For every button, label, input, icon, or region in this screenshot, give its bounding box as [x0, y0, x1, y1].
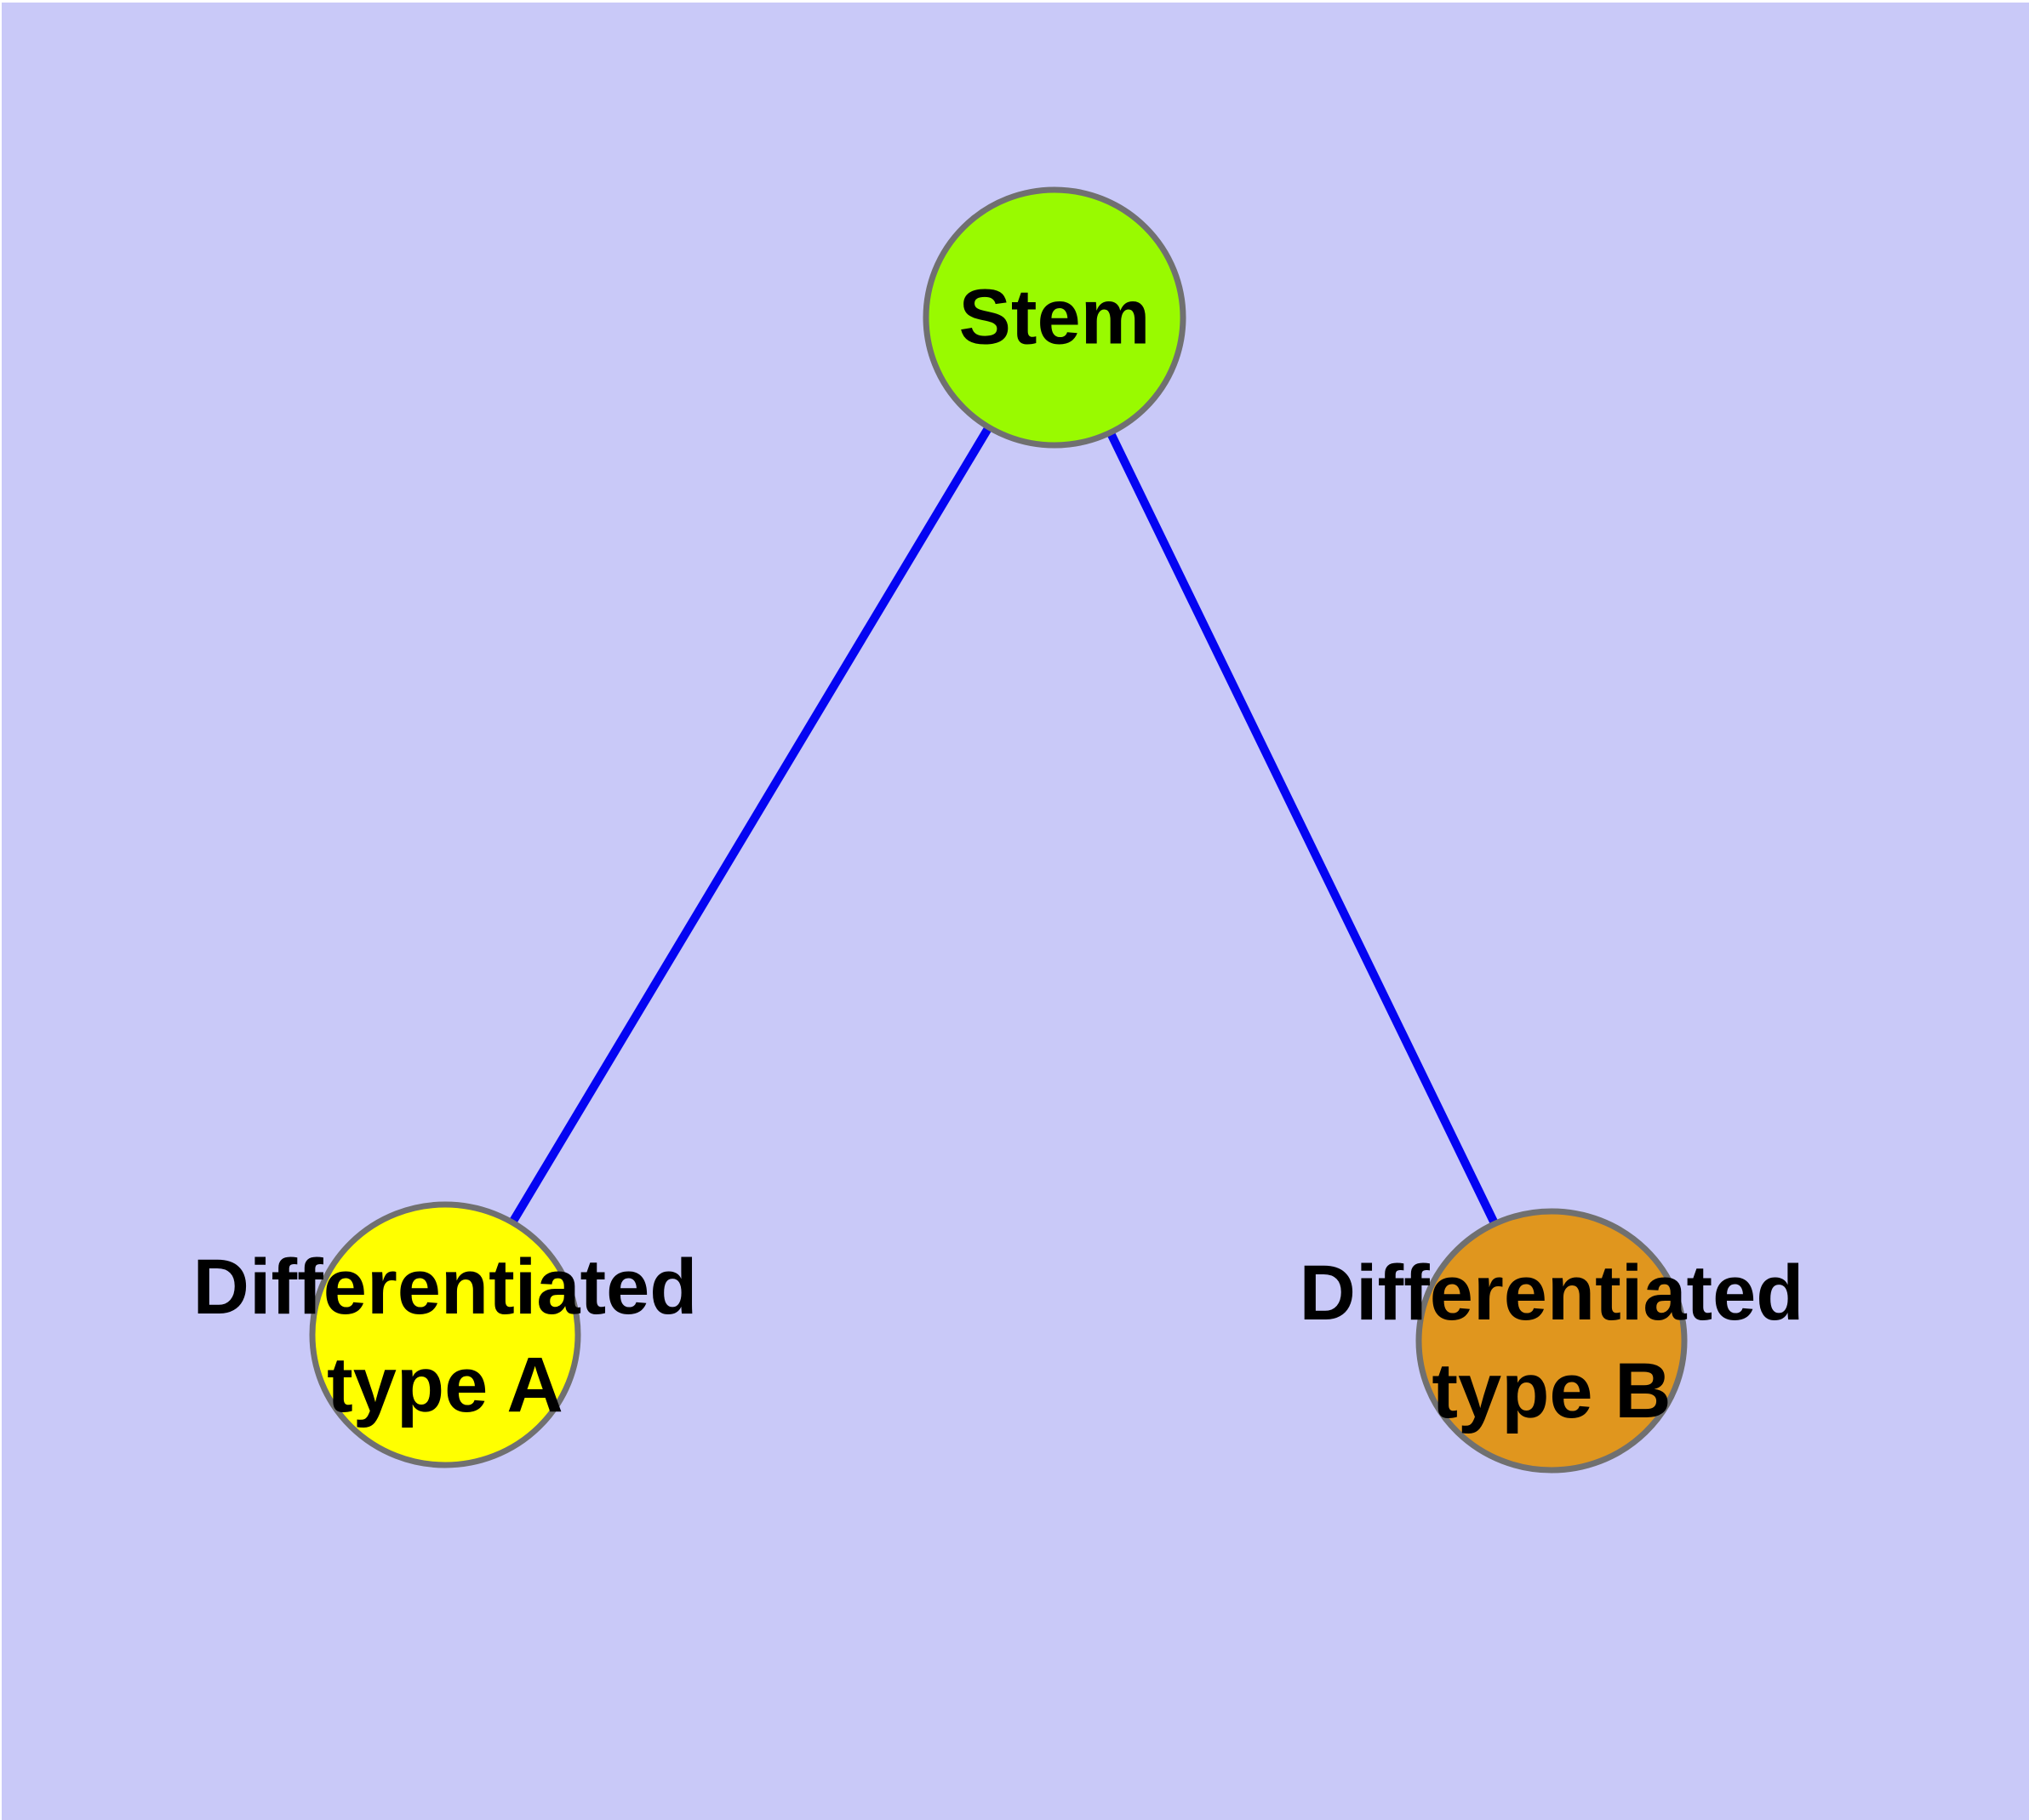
node-type-b-circle: [1415, 1208, 1688, 1474]
edge-stem-to-type-b: [1050, 315, 1556, 1343]
node-stem-circle: [923, 186, 1186, 449]
edge-stem-to-type-a: [441, 315, 1059, 1337]
node-type-a-circle: [309, 1201, 581, 1468]
